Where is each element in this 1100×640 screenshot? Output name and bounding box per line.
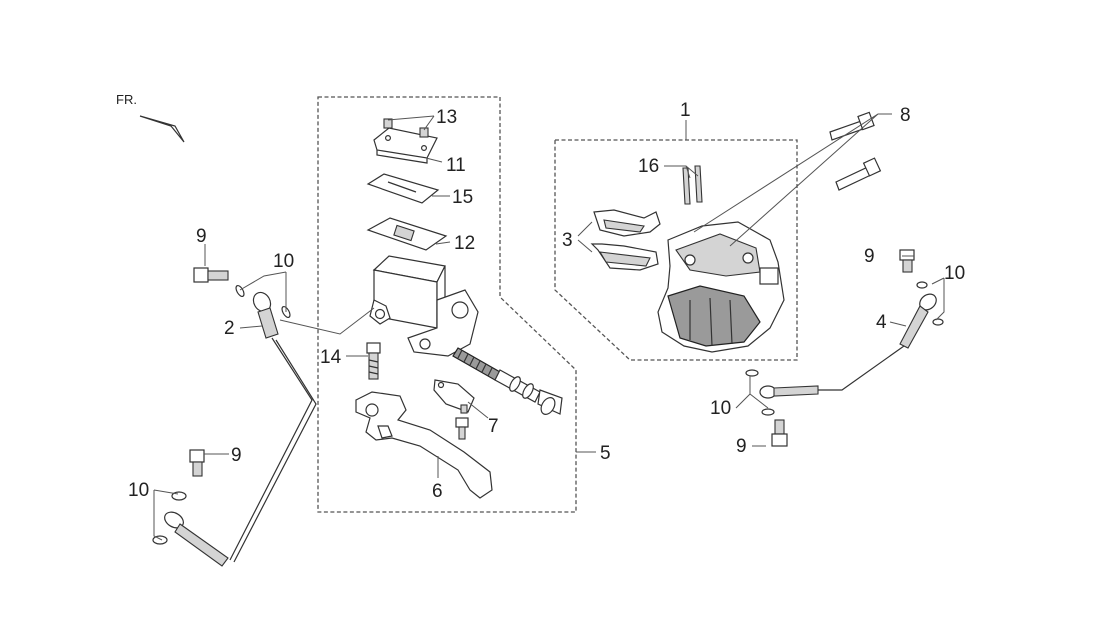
left-banjo-bolt-lower: [189, 449, 205, 477]
callout-10-right-lower: 10: [710, 398, 731, 419]
master-cylinder-body: [369, 255, 479, 357]
diaphragm-plate: [366, 173, 440, 204]
callout-9-right-upper: 9: [864, 246, 875, 267]
right-hose-lower-fitting: [759, 385, 819, 399]
brake-pad-upper: [593, 209, 661, 237]
callout-1: 1: [680, 100, 691, 121]
hose-banjo-fitting-upper: [252, 291, 279, 339]
callout-12: 12: [454, 233, 475, 254]
callout-3: 3: [562, 230, 573, 251]
callout-11: 11: [446, 155, 466, 176]
right-washers-upper: [916, 281, 944, 326]
cap-screws: [383, 118, 429, 138]
rear-brake-hose: [800, 345, 905, 391]
caliper-mounting-bolts: [829, 111, 882, 191]
right-hose-fitting: [899, 293, 937, 349]
callout-2: 2: [224, 318, 235, 339]
right-washers-lower: [745, 369, 775, 416]
master-cylinder-group-boundary: [317, 96, 577, 513]
callout-9-left-lower: 9: [231, 445, 242, 466]
callout-5: 5: [600, 443, 611, 464]
callout-7: 7: [488, 416, 499, 437]
callout-8: 8: [900, 105, 911, 126]
callout-14: 14: [320, 347, 342, 368]
front-marker-label: FR.: [116, 92, 137, 107]
brake-lever: [355, 391, 493, 499]
callout-15: 15: [452, 187, 473, 208]
callout-4: 4: [876, 312, 887, 333]
front-arrow-icon: [139, 115, 185, 143]
front-direction-marker: FR.: [116, 92, 185, 143]
callout-9-left-upper: 9: [196, 226, 207, 247]
callout-10-left-lower: 10: [128, 480, 149, 501]
brake-light-switch: [433, 379, 475, 414]
right-banjo-bolt-upper: [899, 249, 915, 273]
callout-16: 16: [638, 156, 659, 177]
callout-10-right-upper: 10: [944, 263, 965, 284]
brake-pad-lower: [590, 243, 659, 271]
callout-13: 13: [436, 107, 457, 128]
front-brake-hose: [229, 337, 313, 561]
callout-9-right-lower: 9: [736, 436, 747, 457]
left-banjo-bolt-upper: [193, 267, 229, 283]
switch-screw: [455, 417, 469, 440]
right-banjo-bolt-lower: [771, 419, 788, 447]
caliper-body: [657, 221, 785, 353]
pivot-bolt: [366, 342, 381, 380]
piston-assembly: [452, 347, 563, 415]
callout-6: 6: [432, 481, 443, 502]
leader-lines: [153, 113, 945, 541]
callout-10-left-upper: 10: [273, 251, 294, 272]
caliper-group-boundary: [554, 139, 798, 361]
rubber-diaphragm: [366, 217, 448, 251]
hose-banjo-fitting-lower: [164, 511, 229, 567]
